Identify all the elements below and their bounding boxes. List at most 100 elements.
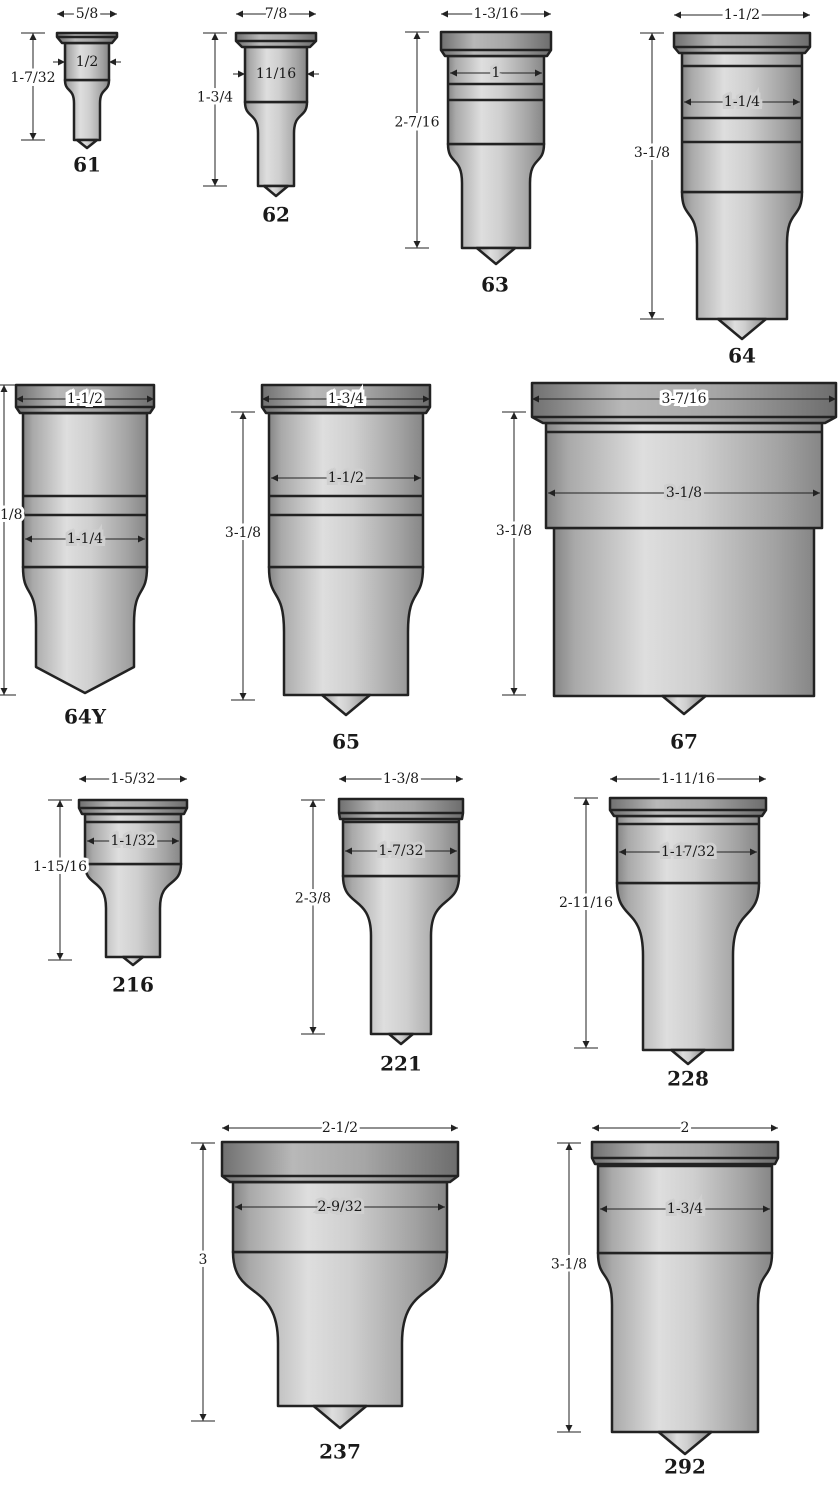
height-dimension-arrow	[510, 412, 518, 695]
inner-dimension-label: 1-7/32	[378, 843, 423, 859]
inner-dimension-arrow	[233, 70, 319, 78]
height-dimension-label: 1-15/16	[33, 859, 87, 875]
punch-shank	[21, 565, 149, 695]
inner-dimension-arrow	[450, 69, 542, 77]
height-dimension-label: 1-7/32	[10, 70, 55, 86]
width-dimension-arrow	[610, 775, 766, 783]
punch-head	[672, 31, 812, 55]
punch-body	[231, 1180, 449, 1254]
height-dimension-label: 3-1/8	[634, 145, 670, 161]
inner-dimension-label: 2-9/32	[317, 1199, 362, 1215]
height-dimension-label: 3-1/8	[496, 523, 532, 539]
punch-model-label: 64Y	[64, 705, 107, 729]
punch-head	[590, 1140, 780, 1166]
inner-dimension-label: 1-1/2	[328, 470, 364, 486]
height-dimension-arrow	[211, 33, 219, 186]
punch-tip	[669, 1048, 707, 1066]
height-dimension-label: 2-7/16	[394, 115, 439, 131]
punch-tip	[320, 693, 372, 717]
height-dimension-label: 1-3/4	[197, 89, 233, 105]
width-dimension-arrow	[79, 775, 187, 783]
punch-shank	[83, 862, 183, 959]
punch-model-label: 237	[319, 1440, 361, 1464]
inner-dimension-label: 1-17/32	[661, 844, 715, 860]
punch-tip	[75, 138, 99, 150]
width-dimension-arrow	[674, 11, 810, 19]
punch-tip	[262, 184, 290, 198]
punch-228: 1-11/16 1-17/32 2-11/16 228	[556, 768, 768, 1091]
punch-216: 1-5/32 1-1/32 1-15/16 216	[30, 768, 189, 997]
height-dimension-label: 3-1/8	[551, 1256, 587, 1272]
height-dimension-label: 1/8	[0, 507, 23, 523]
width-dimension-label: 1-5/32	[110, 771, 155, 787]
width-dimension-arrow	[262, 395, 430, 403]
inner-dimension-label: 1-3/4	[667, 1201, 703, 1217]
punch-shank	[267, 565, 425, 697]
inner-dimension-label: 1-1/4	[724, 94, 760, 110]
height-dimension-arrow	[29, 33, 37, 140]
height-dimension-arrow	[565, 1143, 573, 1432]
inner-dimension-arrow	[600, 1205, 770, 1213]
inner-dimension-label: 11/16	[256, 66, 296, 82]
punch-tip	[387, 1032, 415, 1046]
inner-dimension-arrow	[87, 837, 179, 845]
inner-dimension-arrow	[548, 489, 820, 497]
punch-shank	[231, 1250, 449, 1408]
width-dimension-arrow	[592, 1124, 778, 1132]
height-dimension-arrow	[56, 800, 64, 960]
punch-model-label: 65	[332, 730, 360, 754]
punch-model-label: 63	[481, 273, 509, 297]
punch-head	[439, 30, 553, 58]
height-dimension-arrow	[582, 798, 590, 1048]
punch-model-label: 61	[73, 153, 101, 177]
inner-dimension-arrow	[619, 848, 757, 856]
width-dimension-label: 2	[681, 1120, 690, 1136]
inner-dimension-label: 3-1/8	[666, 485, 702, 501]
inner-dimension-label: 1	[492, 65, 501, 81]
punch-head	[608, 796, 768, 818]
width-dimension-arrow	[441, 10, 551, 18]
inner-dimension-label: 1-1/32	[110, 833, 155, 849]
width-dimension-label: 1-1/2	[67, 391, 103, 407]
punch-model-label: 62	[262, 203, 290, 227]
width-dimension-label: 5/8	[76, 6, 99, 22]
width-dimension-arrow	[57, 10, 117, 18]
inner-dimension-arrow	[25, 535, 145, 543]
punch-shank	[63, 78, 111, 142]
width-dimension-label: 7/8	[265, 6, 288, 22]
width-dimension-arrow	[16, 395, 154, 403]
punch-shank	[615, 881, 761, 1052]
punch-shank	[596, 1251, 774, 1434]
height-dimension-arrow	[0, 385, 8, 695]
width-dimension-label: 1-11/16	[661, 771, 715, 787]
inner-dimension-label: 1-1/4	[67, 531, 103, 547]
inner-dimension-arrow	[235, 1203, 445, 1211]
punch-body	[267, 411, 425, 569]
punch-64y: 1-1/2 1-1/4 1/8 64Y	[0, 383, 156, 729]
inner-dimension-arrow	[684, 98, 800, 106]
punch-model-label: 216	[112, 973, 154, 997]
width-dimension-label: 1-1/2	[724, 7, 760, 23]
punch-model-label: 228	[667, 1067, 709, 1091]
punch-shank	[243, 100, 309, 188]
height-dimension-arrow	[199, 1143, 207, 1421]
punch-64: 1-1/21-1/43-1/864	[631, 4, 812, 368]
inner-dimension-arrow	[345, 847, 457, 855]
width-dimension-label: 1-3/16	[473, 6, 518, 22]
punch-tip	[312, 1404, 368, 1430]
width-dimension-arrow	[236, 10, 316, 18]
punch-tip	[716, 317, 768, 341]
punch-model-label: 221	[380, 1052, 422, 1076]
punch-body	[341, 817, 461, 878]
height-dimension-arrow	[309, 800, 317, 1034]
punch-shank	[680, 190, 804, 321]
height-dimension-label: 2-11/16	[559, 895, 613, 911]
width-dimension-arrow	[222, 1124, 458, 1132]
height-dimension-arrow	[413, 32, 421, 248]
punch-shank	[552, 526, 816, 698]
height-dimension-label: 3-1/8	[225, 525, 261, 541]
